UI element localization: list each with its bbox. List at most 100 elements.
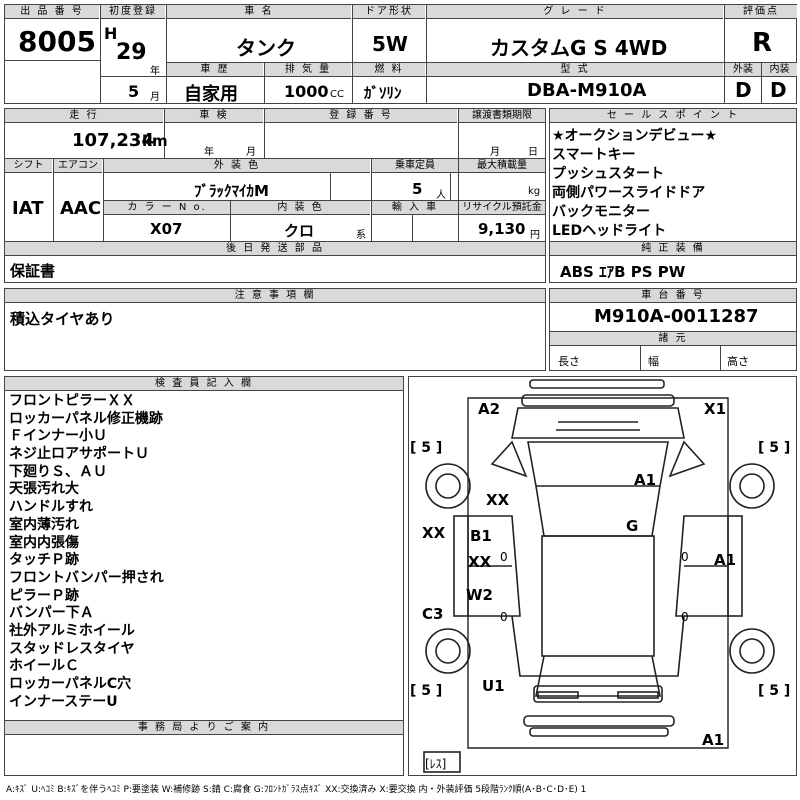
genuine-equipment-header: 純 正 装 備	[550, 242, 796, 256]
displacement-header: 排 気 量	[265, 63, 351, 77]
notes-header: 注 意 事 項 欄	[5, 289, 545, 303]
inspector-note-item: 室内内張傷	[9, 534, 79, 551]
exterior-grade: D	[735, 78, 752, 102]
inspector-note-item: ピラーＰ跡	[9, 587, 79, 604]
sales-point-item: バックモニター	[552, 204, 650, 220]
legend: A:ｷｽﾞ U:ﾍｺﾐ B:ｷｽﾞを伴うﾍｺﾐ P:要塗装 W:補修跡 S:錆 …	[6, 785, 587, 795]
chassis-no-header: 車 台 番 号	[550, 289, 796, 303]
grade: カスタムG S 4WD	[490, 36, 668, 60]
tire-fr: [ 5 ]	[758, 440, 791, 456]
max-load-header: 最大積載量	[459, 159, 545, 173]
inspector-note-item: タッチＰ跡	[9, 552, 79, 569]
exterior-grade-header: 外装	[725, 63, 761, 77]
type-header: 型 式	[427, 63, 723, 77]
recycle-unit: 円	[530, 230, 540, 241]
inspector-note-item: ネジ止ロアサポートＵ	[9, 446, 149, 463]
width-label: 幅	[648, 355, 659, 368]
sales-points-list: ★オークションデビュー★ スマートキープッシュスタート両側パワースライドドアバック…	[552, 127, 717, 241]
chassis-no: M910A-0011287	[594, 306, 759, 327]
color-no: X07	[150, 220, 183, 238]
transfer-month-unit: 月	[490, 147, 500, 158]
sales-point-item: プッシュスタート	[552, 166, 664, 182]
spare-tire: [ﾚｽ]	[425, 757, 447, 771]
inspector-note-item: Ｆインナー小Ｕ	[9, 428, 107, 445]
history-header: 車 歴	[167, 63, 263, 77]
reg-no-header: 登 録 番 号	[265, 109, 457, 123]
capacity-header: 乗車定員	[372, 159, 458, 173]
inspector-note-item: フロントバンパー押され	[9, 569, 164, 586]
mark-c3: C3	[422, 605, 444, 623]
mark-u1: U1	[482, 677, 505, 695]
reg-month-unit: 月	[150, 92, 160, 103]
capacity-unit: 人	[436, 190, 446, 201]
inspector-note-item: スタッドレスタイヤ	[9, 640, 135, 657]
length-label: 長さ	[558, 355, 580, 368]
inspection-month-unit: 月	[246, 147, 256, 158]
inspector-note-item: 下廻りＳ、ＡＵ	[9, 463, 107, 480]
mark-w2: W2	[466, 586, 493, 604]
door-mark-1: 0	[500, 550, 508, 564]
tire-rr: [ 5 ]	[758, 683, 791, 699]
first-reg-header: 初度登録	[101, 5, 165, 19]
mark-a1-hood: A1	[634, 471, 657, 489]
doors: 5W	[372, 32, 408, 56]
reg-year-unit: 年	[150, 66, 160, 77]
inspector-note-item: ハンドルすれ	[9, 499, 93, 516]
genuine-equipment-block	[549, 241, 797, 283]
era: H	[104, 24, 118, 43]
mark-x1: X1	[704, 400, 727, 418]
sales-point-item: LEDヘッドライト	[552, 223, 667, 239]
mileage-header: 走 行	[5, 109, 163, 123]
notes-block	[4, 288, 546, 371]
mark-xx-left: XX	[422, 524, 446, 542]
inspector-note-item: ロッカーパネルC穴	[9, 676, 132, 692]
tire-rl: [ 5 ]	[410, 683, 443, 699]
model-name-header: 車 名	[167, 5, 351, 19]
model-name: タンク	[236, 36, 296, 60]
inspection-header: 車 検	[165, 109, 263, 123]
aircon: AAC	[60, 198, 102, 219]
inspector-note-item: ロッカーパネル修正機跡	[9, 410, 163, 427]
fuel-header: 燃 料	[353, 63, 425, 77]
transfer-day-unit: 日	[528, 147, 538, 158]
interior-grade-header: 内装	[762, 63, 797, 77]
inspector-note-item: 天張汚れ大	[9, 481, 79, 498]
sales-points-header: セ ー ル ス ポ イ ン ト	[550, 109, 796, 123]
header-block	[4, 4, 797, 104]
tire-fl: [ 5 ]	[410, 440, 443, 456]
genuine-equipment: ABS ｴｱB PS PW	[560, 263, 686, 281]
door-mark-3: 0	[500, 610, 508, 624]
sales-point-item: スマートキー	[552, 147, 636, 163]
inspector-header: 検 査 員 記 入 欄	[5, 377, 403, 391]
history: 自家用	[184, 84, 238, 105]
mark-a2: A2	[478, 400, 501, 418]
reg-year: 29	[116, 40, 147, 65]
score-header: 評価点	[725, 5, 797, 19]
damage-diagram-block	[408, 376, 797, 776]
color-no-header: カ ラ ー N o.	[104, 201, 230, 215]
mileage-unit: km	[142, 132, 168, 150]
model-type: DBA-M910A	[527, 80, 647, 101]
dimensions-header: 諸 元	[550, 332, 796, 346]
aircon-header: エアコン	[54, 159, 102, 173]
inspector-note-item: 室内薄汚れ	[9, 516, 79, 533]
shift: IAT	[12, 198, 44, 219]
sales-point-item: ★オークションデビュー★	[552, 128, 718, 144]
doors-header: ドア形状	[353, 5, 425, 19]
fuel: ｶﾞｿﾘﾝ	[364, 84, 402, 102]
office-header: 事 務 局 よ り ご 案 内	[5, 721, 403, 735]
mark-a1-rear: A1	[702, 731, 725, 749]
later-parts-header: 後 日 発 送 部 品	[5, 242, 545, 256]
transfer-deadline-header: 譲渡書類期限	[459, 109, 545, 123]
mark-xx-front-left: XX	[486, 491, 510, 509]
displacement-unit: CC	[330, 89, 344, 100]
door-mark-4: 0	[681, 610, 689, 624]
recycle-header: リサイクル預託金	[459, 201, 545, 215]
max-load-unit: kg	[528, 186, 541, 197]
int-color-header: 内 装 色	[231, 201, 370, 215]
int-color-suffix: 系	[356, 230, 366, 241]
sales-point-item: 両側パワースライドドア	[552, 185, 706, 201]
ext-color: ﾌﾞﾗｯｸﾏｲｶM	[194, 182, 269, 200]
inspection-year-unit: 年	[204, 147, 214, 158]
